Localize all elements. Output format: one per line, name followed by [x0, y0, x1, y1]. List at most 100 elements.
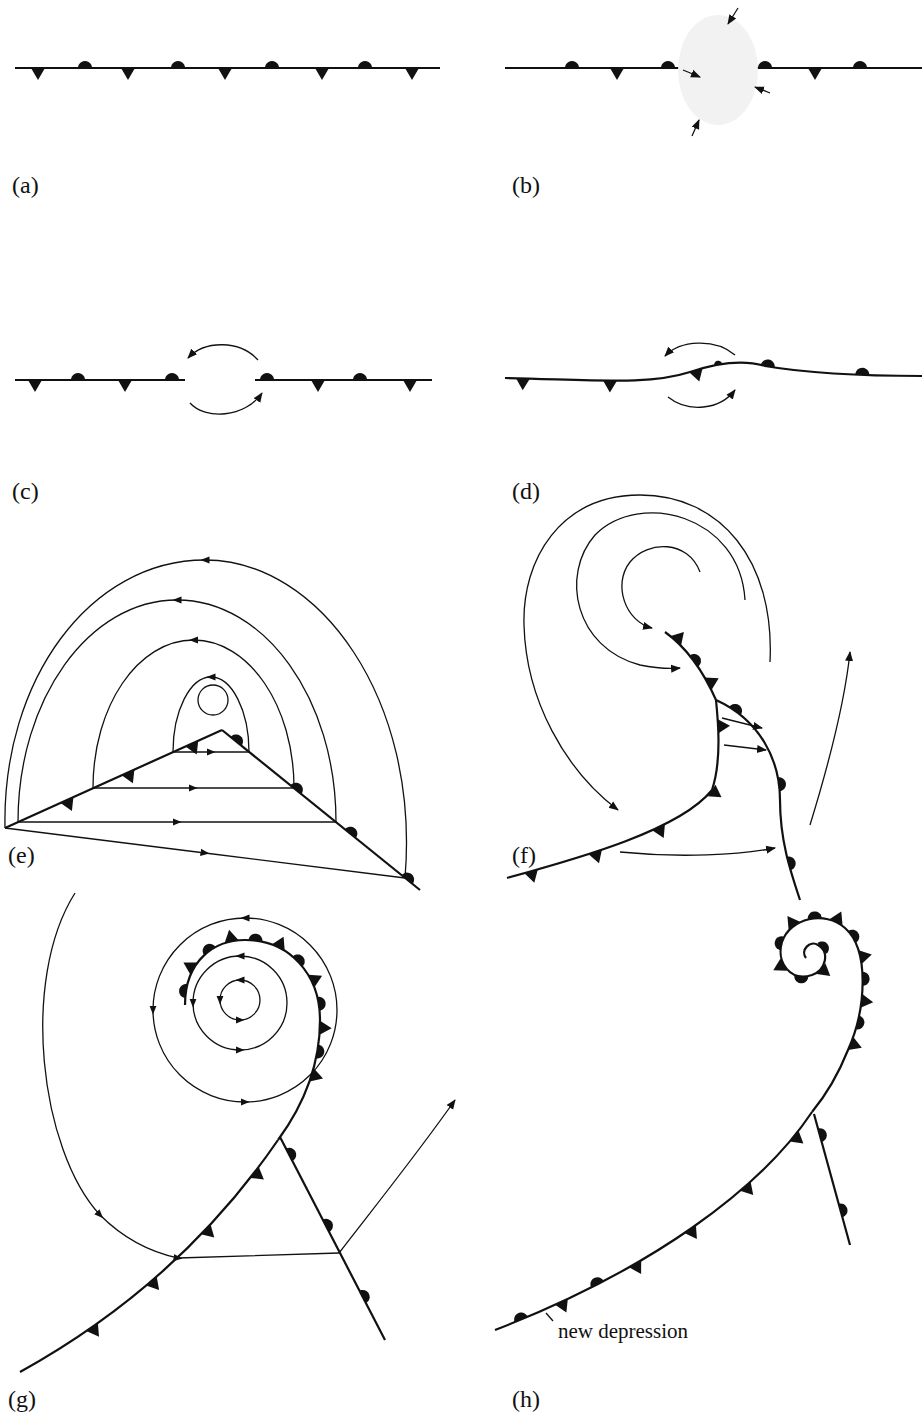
flow-arrow: [722, 718, 762, 728]
warm-front-semicircle: [761, 360, 775, 368]
warm-front-semicircle: [203, 944, 216, 955]
warm-front-semicircle: [345, 827, 357, 838]
cold-front-triangle: [848, 1037, 862, 1050]
warm-front-semicircle: [856, 1016, 865, 1030]
warm-front-semicircle: [839, 1203, 848, 1217]
cold-front-triangle: [790, 1131, 804, 1144]
cold-front-triangle: [250, 1167, 264, 1180]
cold-front: [495, 1112, 812, 1330]
warm-front-semicircle: [778, 777, 786, 791]
flow-arrow: [188, 345, 258, 360]
front-symbols: [28, 61, 873, 1337]
warm-front-semicircle: [853, 61, 867, 68]
wave-front: [505, 363, 922, 381]
warm-front-semicircle: [863, 972, 870, 986]
cold-front-triangle: [28, 380, 42, 392]
cold-front-triangle: [671, 632, 684, 646]
flow-arrow: [577, 513, 745, 668]
cold-front-triangle: [31, 68, 45, 80]
isobar: [18, 600, 336, 822]
isobar: [153, 918, 337, 1102]
warm-front-semicircle: [265, 61, 279, 68]
circulation-arrows: [665, 343, 735, 407]
cold-front-triangle: [201, 1224, 214, 1237]
cold-front: [507, 700, 719, 878]
isobars: [43, 893, 455, 1258]
cold-front-triangle: [146, 1276, 159, 1290]
warm-front-semicircle: [729, 704, 742, 715]
warm-front-semicircle: [231, 734, 243, 745]
panel-label: (a): [12, 172, 39, 198]
warm-front-semicircle: [260, 373, 274, 380]
warm-front-semicircle: [318, 997, 326, 1011]
warm-front-semicircle: [590, 1277, 603, 1287]
cold-front-triangle: [61, 797, 74, 811]
cold-front-triangle: [311, 380, 325, 392]
isobar: [18, 821, 336, 822]
warm-front-semicircle: [360, 1290, 370, 1303]
occluded-front: [665, 632, 716, 700]
warm-front-semicircle: [855, 368, 869, 375]
wind-arrows: [678, 8, 770, 136]
cold-front-triangle: [310, 1068, 323, 1081]
flow-lines: [524, 495, 850, 855]
cold-front-triangle: [652, 824, 665, 838]
cold-front-triangle: [118, 380, 132, 392]
isobar: [339, 1100, 455, 1253]
warm-front-semicircle: [286, 1148, 296, 1161]
cold-front-triangle: [861, 994, 874, 1008]
warm-front-semicircle: [818, 941, 829, 953]
cold-front-triangle: [315, 68, 329, 80]
cold-front-triangle: [708, 785, 722, 798]
cold-front-triangle: [773, 958, 787, 970]
cold-front-triangle: [684, 1225, 697, 1239]
annotation-label: new depression: [558, 1320, 688, 1343]
warm-front-semicircle: [818, 1128, 827, 1142]
warm-front: [222, 730, 420, 890]
warm-front-semicircle: [661, 61, 675, 68]
warm-front: [280, 1137, 385, 1340]
cold-front-triangle: [830, 911, 843, 925]
flow-arrow: [620, 848, 775, 855]
warm-front-semicircle: [323, 1219, 333, 1232]
warm-front-semicircle: [179, 984, 187, 998]
wind-arrow: [728, 8, 738, 24]
cold-front: [5, 730, 222, 828]
cold-front-triangle: [121, 68, 135, 80]
cold-front-triangle: [629, 1260, 641, 1274]
warm-front-semicircle: [358, 61, 372, 68]
cold-front-triangle: [808, 68, 822, 80]
cold-front-triangle: [859, 950, 872, 964]
leader-line: [546, 1313, 553, 1321]
cold-front-triangle: [603, 381, 617, 393]
wind-arrow: [683, 70, 700, 77]
cold-front-triangle: [86, 1323, 99, 1337]
cold-front-triangle: [403, 380, 417, 392]
cold-front-triangle: [516, 378, 530, 390]
panel-label: (f): [512, 842, 536, 868]
isobars: [5, 560, 407, 878]
flow-arrow: [524, 495, 770, 810]
isobar: [93, 787, 294, 788]
warm-front-semicircle: [78, 61, 92, 68]
panel-label: (g): [8, 1386, 36, 1412]
flow-arrow: [622, 547, 700, 628]
cold-front-triangle: [817, 963, 831, 976]
panel-label: (e): [8, 842, 35, 868]
circulation-arrows: [188, 345, 262, 414]
cold-front-triangle: [183, 962, 197, 974]
warm-front-semicircle: [849, 930, 860, 943]
occluded-front: [781, 918, 863, 1112]
warm-front-semicircle: [775, 936, 784, 950]
warm-front-semicircle: [808, 911, 822, 919]
warm-front-semicircle: [787, 856, 796, 870]
faint-shading: [678, 15, 758, 125]
cold-front-triangle: [320, 1021, 332, 1035]
cold-front-triangle: [405, 68, 419, 80]
isobar: [173, 677, 249, 752]
isobar: [93, 640, 294, 788]
fronts: [5, 68, 922, 1372]
flow-arrow: [724, 745, 766, 750]
warm-front-semicircle: [249, 934, 263, 942]
